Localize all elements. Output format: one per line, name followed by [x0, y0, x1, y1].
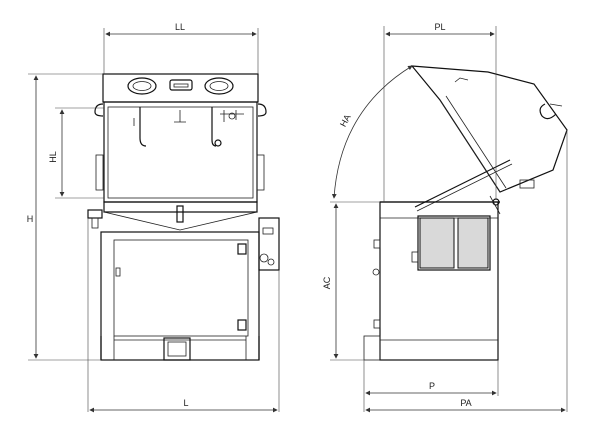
front-glove-port-right — [204, 77, 234, 95]
side-view — [363, 65, 568, 361]
front-dimensions: LL HL H L — [27, 22, 280, 413]
dim-label-pa: PA — [460, 398, 471, 408]
dim-label-hl: HL — [48, 151, 58, 163]
front-cabinet-body — [100, 231, 260, 361]
side-support-strut — [414, 159, 511, 208]
dim-label-pl: PL — [434, 22, 445, 32]
dim-label-l: L — [183, 398, 188, 408]
dim-label-ac: AC — [322, 276, 332, 289]
side-hood-open — [410, 65, 568, 193]
front-foot-pedal — [163, 337, 191, 361]
front-control-box — [258, 217, 280, 271]
dim-label-ha: HA — [338, 113, 353, 129]
front-view — [87, 73, 280, 361]
front-cabinet-door — [113, 239, 249, 337]
front-top-handle — [169, 79, 193, 91]
side-cabinet-body — [379, 201, 499, 361]
front-window-glass — [107, 106, 254, 199]
dim-label-p: P — [429, 381, 435, 391]
dim-arc-ha — [331, 65, 413, 199]
dim-label-h: H — [27, 214, 34, 224]
side-base-pedal — [363, 335, 381, 361]
side-filter-module — [417, 215, 491, 271]
front-top-hood — [102, 73, 259, 103]
dim-label-ll: LL — [175, 22, 185, 32]
front-glove-port-left — [127, 77, 157, 95]
side-dimensions: PL HA AC P PA — [322, 22, 568, 413]
front-window-frame — [103, 101, 258, 203]
